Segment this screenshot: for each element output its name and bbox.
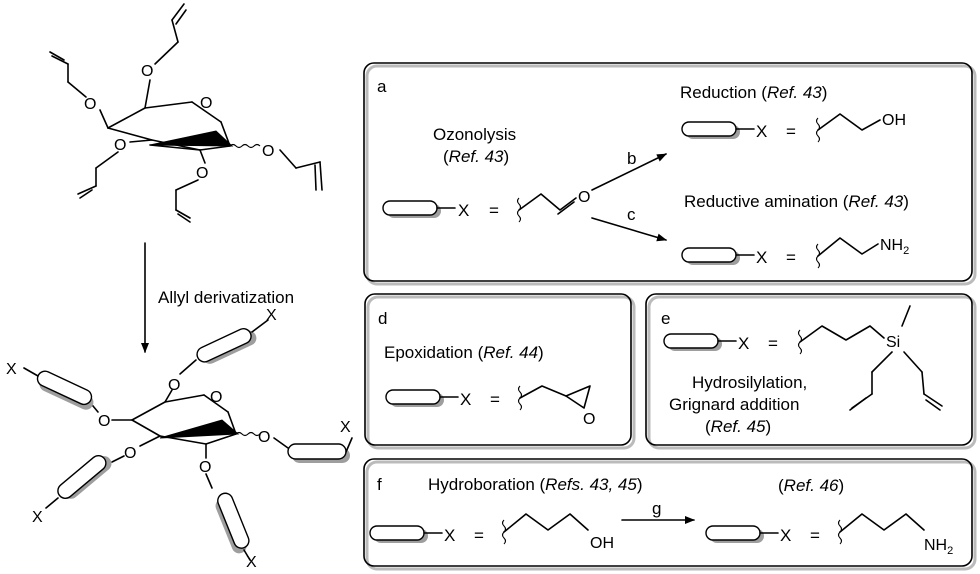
atom-o3-b: O: [124, 445, 136, 462]
atom-o6-b: O: [168, 377, 180, 394]
amine-ref: (Ref. 46): [778, 476, 844, 495]
atom-x4: X: [32, 509, 43, 526]
step-b: b: [627, 149, 636, 168]
arrow-c: [591, 217, 667, 242]
atom-o1: O: [262, 143, 274, 160]
panel-a-eq: =: [489, 201, 499, 220]
derivatized-glucoside-structure: O O O O O O X X X X X: [6, 307, 353, 571]
derivatization-label: Allyl derivatization: [158, 288, 294, 307]
amine-nh2: NH2: [924, 537, 953, 557]
panel-e-x: X: [738, 334, 749, 353]
panel-f: f Hydroboration (Refs. 43, 45) X = OH g …: [363, 458, 977, 571]
atom-x5: X: [246, 554, 257, 571]
amination-x: X: [756, 248, 767, 267]
allyl-glucoside-structure: O O O O O O: [49, 3, 323, 223]
reduction-title: Reduction (Ref. 43): [680, 83, 827, 102]
reduction-x: X: [756, 122, 767, 141]
panel-f-x2: X: [780, 526, 791, 545]
panel-e-letter: e: [661, 309, 670, 328]
atom-o2: O: [196, 165, 208, 182]
reduction-oh: OH: [882, 112, 906, 129]
silicon-atom: Si: [886, 334, 900, 351]
hydroboration-title: Hydroboration (Refs. 43, 45): [428, 475, 643, 494]
amination-nh2: NH2: [880, 237, 909, 257]
panel-a-letter: a: [377, 77, 387, 96]
atom-o4: O: [84, 96, 96, 113]
panel-f-letter: f: [377, 475, 382, 494]
panel-a-x: X: [458, 201, 469, 220]
atom-ring-o-b: O: [210, 389, 222, 406]
step-g: g: [652, 499, 661, 518]
atom-x3: X: [340, 419, 351, 436]
hydroboration-oh: OH: [590, 535, 614, 552]
reduction-eq: =: [786, 122, 796, 141]
epoxide-oxygen: O: [583, 411, 595, 428]
step-c: c: [627, 205, 636, 224]
panel-d-eq: =: [490, 390, 500, 409]
panel-a: a Ozonolysis (Ref. 43) X = O b c Reducti…: [363, 62, 977, 286]
amination-eq: =: [786, 248, 796, 267]
atom-o1-b: O: [258, 429, 270, 446]
atom-x1: X: [266, 307, 277, 324]
panel-f-x: X: [444, 526, 455, 545]
panel-d: d Epoxidation (Ref. 44) X = O: [364, 293, 636, 450]
panel-e: e X = Si Hydrosilylation, Grignard addit…: [645, 293, 977, 450]
amination-title: Reductive amination (Ref. 43): [684, 192, 909, 211]
epoxidation-title: Epoxidation (Ref. 44): [384, 343, 544, 362]
panel-f-eq: =: [474, 526, 484, 545]
ozonolysis-ref: (Ref. 43): [443, 147, 509, 166]
panel-e-eq: =: [768, 334, 778, 353]
atom-o4-b: O: [98, 413, 110, 430]
hydrosilylation-ref: (Ref. 45): [705, 417, 771, 436]
panel-d-letter: d: [378, 309, 387, 328]
atom-o2-b: O: [199, 459, 211, 476]
aldehyde-oxygen: O: [578, 189, 590, 206]
atom-ring-o: O: [200, 95, 212, 112]
hydrosilylation-line1: Hydrosilylation,: [692, 373, 807, 392]
arrow-b: [591, 153, 667, 191]
hydrosilylation-line2: Grignard addition: [669, 395, 799, 414]
panel-f-eq2: =: [810, 526, 820, 545]
atom-o6: O: [141, 63, 153, 80]
atom-x2: X: [6, 361, 17, 378]
panel-d-x: X: [460, 390, 471, 409]
atom-o3: O: [114, 137, 126, 154]
ozonolysis-title: Ozonolysis: [433, 125, 516, 144]
